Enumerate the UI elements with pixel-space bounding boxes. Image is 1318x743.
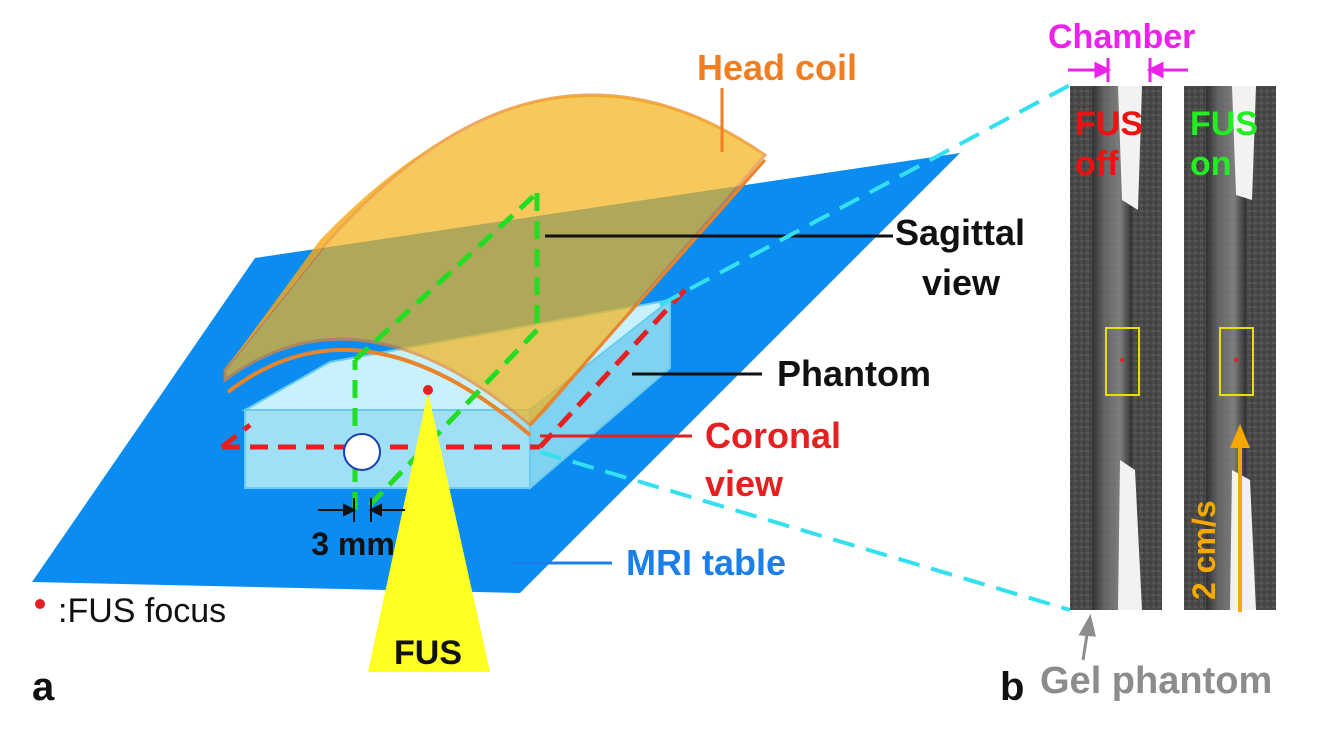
gel-phantom-arrow [1078, 613, 1096, 661]
distance-label: 3 mm [311, 526, 395, 562]
chamber-label: Chamber [1048, 18, 1195, 56]
fus-label: FUS [394, 634, 462, 672]
panel-b-letter: b [1000, 665, 1024, 709]
sagittal-view-label-2: view [922, 262, 1001, 303]
zoom-lines [539, 83, 1071, 612]
head-coil-label: Head coil [697, 47, 857, 88]
head-coil [223, 93, 768, 437]
legend-focus-dot [35, 599, 45, 609]
distance-marker [318, 498, 405, 522]
phantom-label: Phantom [777, 353, 931, 394]
gel-phantom-label: Gel phantom [1040, 660, 1272, 702]
coronal-view-label-2: view [705, 463, 784, 504]
fus-off-label-1: FUS [1075, 105, 1143, 143]
panel-a: FUS 3 mm Head coil Sagittal view Phantom… [32, 47, 1071, 709]
coronal-plane [220, 288, 687, 450]
panel-b: Chamber FUS off FUS [1000, 18, 1276, 709]
fus-focus-dot [423, 385, 433, 395]
legend-text: :FUS focus [58, 592, 226, 630]
fus-on-label-2: on [1190, 145, 1232, 183]
flow-speed-label: 2 cm/s [1186, 500, 1222, 600]
coronal-view-label-1: Coronal [705, 415, 841, 456]
fus-on-label-1: FUS [1190, 105, 1258, 143]
flow-arrow [1230, 424, 1250, 612]
mri-table-label: MRI table [626, 542, 786, 583]
fus-cone [368, 392, 490, 672]
mri-image-fus-off [1070, 86, 1162, 610]
sagittal-view-label-1: Sagittal [895, 212, 1025, 253]
panel-a-letter: a [32, 665, 55, 709]
focus-circle [343, 433, 381, 471]
chamber-arrows [1068, 58, 1188, 82]
fus-off-label-2: off [1075, 145, 1119, 183]
sagittal-plane [352, 191, 540, 510]
